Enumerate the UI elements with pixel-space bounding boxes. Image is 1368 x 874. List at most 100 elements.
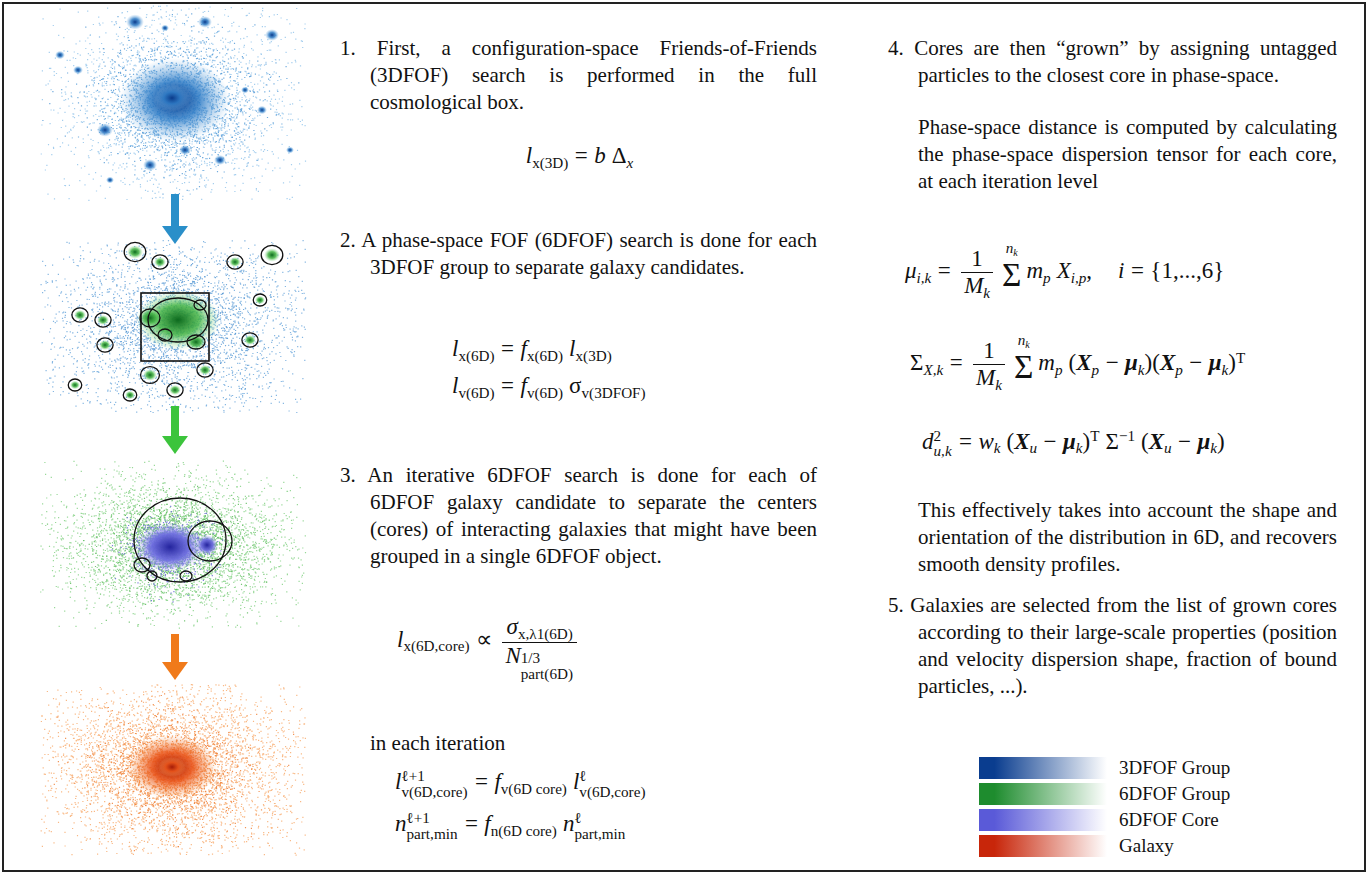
math-symbol: x,λ1(6D) xyxy=(518,625,573,642)
math-symbol: x(6D) xyxy=(527,347,563,364)
math-symbol: X xyxy=(1160,350,1175,375)
math-symbol: X xyxy=(1057,258,1071,283)
math-symbol: part,min xyxy=(574,826,625,842)
fraction: σx,λ1(6D)N1/3part(6D) xyxy=(502,614,577,682)
math-symbol: ) xyxy=(1228,350,1236,375)
legend-text: 6DFOF Group xyxy=(1119,783,1230,805)
math-symbol: part,min xyxy=(407,826,458,842)
math-symbol: X xyxy=(1149,429,1164,454)
math-symbol: )( xyxy=(1145,350,1160,375)
math-symbol: b xyxy=(594,143,606,168)
math-symbol: −1 xyxy=(1119,427,1135,444)
equation: d2u,k=wk(Xu−μk)TΣ−1(Xu−μk) xyxy=(922,427,1225,459)
math-symbol: Δ xyxy=(612,143,627,168)
sup-sub-pair: 1/3part(6D) xyxy=(521,650,573,682)
math-symbol: u,k xyxy=(934,443,952,459)
math-symbol: = xyxy=(959,429,972,454)
math-symbol: p xyxy=(1175,361,1183,378)
core-image xyxy=(40,461,306,629)
math-symbol: X xyxy=(1076,350,1091,375)
math-symbol: l xyxy=(397,627,403,652)
sup-sub-pair: 2u,k xyxy=(934,428,952,460)
legend-text: Galaxy xyxy=(1119,835,1174,857)
math-symbol: 1/3 xyxy=(521,650,573,666)
sup-sub-pair: ℓpart,min xyxy=(574,810,625,842)
math-symbol: l xyxy=(452,336,458,361)
math-symbol: k xyxy=(1210,439,1217,456)
math-symbol: σ xyxy=(569,373,581,398)
math-symbol: f xyxy=(484,811,490,836)
math-symbol: − xyxy=(1189,350,1202,375)
math-symbol: μ xyxy=(1125,350,1138,375)
math-symbol: u xyxy=(1030,439,1038,456)
numerator: 1 xyxy=(980,338,998,364)
math-symbol: M xyxy=(976,365,995,390)
sum-operator: nkΣ xyxy=(1014,332,1033,383)
math-symbol: k xyxy=(983,284,990,301)
math-symbol: T xyxy=(1090,427,1099,444)
math-symbol: T xyxy=(1236,349,1245,366)
sum-limit: nk xyxy=(1018,332,1030,350)
sup-sub-pair: ℓ+1part,min xyxy=(407,810,458,842)
math-symbol: v(6D,core) xyxy=(401,784,467,800)
math-symbol: M xyxy=(964,273,983,298)
sup-sub-pair: ℓ+1v(6D,core) xyxy=(401,768,467,800)
sum-operator: nkΣ xyxy=(1002,240,1021,291)
3dfof-image xyxy=(41,5,306,201)
math-symbol: μ xyxy=(1209,350,1222,375)
math-symbol: 2 xyxy=(934,428,952,444)
legend-swatch xyxy=(979,835,1107,857)
denominator: Mk xyxy=(961,272,993,301)
math-symbol: m xyxy=(1026,258,1043,283)
math-symbol: p xyxy=(1043,269,1051,286)
math-symbol: Σ xyxy=(910,350,923,375)
math-symbol: Σ xyxy=(1014,350,1033,383)
step-text: This effectively takes into account the … xyxy=(918,497,1337,578)
math-symbol: k xyxy=(1025,339,1029,350)
math-symbol: 1 xyxy=(971,246,983,271)
math-symbol: f xyxy=(520,336,526,361)
math-symbol: f xyxy=(520,373,526,398)
equation: lx(6D,core)∝σx,λ1(6D)N1/3part(6D) xyxy=(397,614,581,682)
math-symbol: Σ xyxy=(1106,429,1119,454)
math-symbol: part(6D) xyxy=(521,666,573,682)
math-symbol: n xyxy=(1018,331,1026,348)
math-symbol: ℓ xyxy=(574,810,625,826)
math-symbol: x xyxy=(627,154,634,171)
math-symbol: = xyxy=(575,143,588,168)
math-symbol: − xyxy=(1044,429,1057,454)
math-symbol: , xyxy=(1086,258,1092,283)
sum-limit: nk xyxy=(1006,240,1018,258)
step-arrows xyxy=(162,194,188,680)
fraction: 1Mk xyxy=(973,338,1005,394)
math-symbol: i,k xyxy=(917,269,932,286)
math-symbol: v(6D) xyxy=(458,384,494,401)
math-symbol: u xyxy=(1164,439,1172,456)
legend-swatch xyxy=(979,783,1107,805)
math-symbol: μ xyxy=(1063,429,1076,454)
math-symbol: ) xyxy=(1217,429,1225,454)
math-symbol: ℓ+1 xyxy=(401,768,467,784)
math-symbol: l xyxy=(569,336,575,361)
math-symbol: l xyxy=(526,143,532,168)
legend-swatch xyxy=(979,809,1107,831)
math-symbol: = xyxy=(1131,258,1144,283)
math-symbol: m xyxy=(1038,350,1055,375)
math-symbol: k xyxy=(1138,361,1145,378)
step-text: 2. A phase-space FOF (6DFOF) search is d… xyxy=(340,227,817,281)
math-symbol: ∝ xyxy=(476,627,492,652)
math-symbol: v(6D,core) xyxy=(579,784,645,800)
math-symbol: p xyxy=(1092,361,1100,378)
math-symbol: k xyxy=(1222,361,1229,378)
math-symbol: l xyxy=(573,769,579,794)
equation: lx(6D)=fx(6D)lx(3D) xyxy=(452,335,612,366)
math-symbol: μ xyxy=(905,258,917,283)
math-symbol: ( xyxy=(1007,429,1015,454)
math-symbol: μ xyxy=(1198,429,1211,454)
math-symbol: i xyxy=(1118,258,1124,283)
math-symbol: n xyxy=(395,811,407,836)
math-symbol: = xyxy=(938,258,951,283)
math-symbol: v(6D core) xyxy=(501,780,567,797)
math-symbol: Σ xyxy=(1002,258,1021,291)
